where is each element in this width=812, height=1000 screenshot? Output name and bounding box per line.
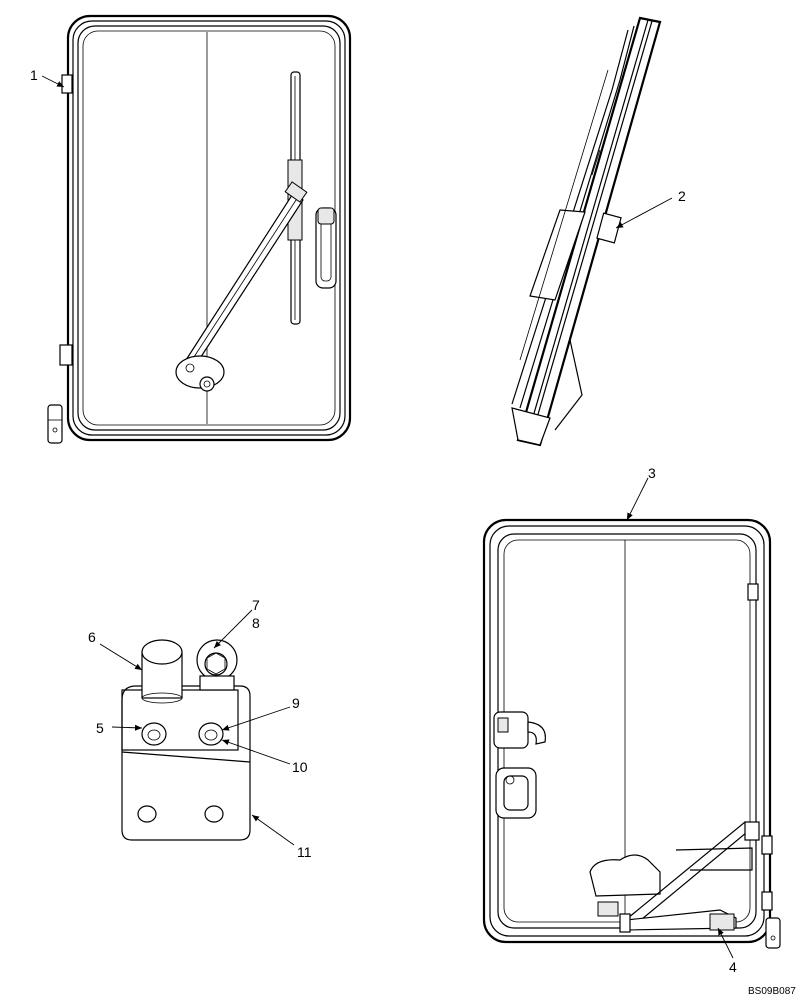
callout-10: 10	[292, 759, 308, 775]
door-side-view	[511, 16, 662, 447]
callout-7: 7	[252, 597, 260, 613]
callout-6: 6	[88, 629, 96, 645]
callout-5: 5	[96, 720, 104, 736]
callout-9: 9	[292, 695, 300, 711]
door-front-view	[47, 14, 352, 444]
mount-hole-left	[137, 805, 157, 823]
callout-4: 4	[729, 959, 737, 975]
hinge-upper	[61, 74, 73, 94]
rear-handle	[495, 767, 537, 819]
lock-bracket-detail	[121, 639, 251, 841]
hinge-lower	[59, 344, 73, 366]
stud-right	[198, 722, 224, 746]
rear-latch	[493, 711, 546, 749]
wiper-motor-mount	[175, 355, 225, 392]
door-handle	[315, 207, 337, 289]
callout-3: 3	[648, 465, 656, 481]
lock-nut	[196, 639, 238, 691]
leader-lines	[41, 75, 734, 959]
wiper-arm	[185, 181, 308, 367]
hinge-rear-upper	[747, 583, 759, 601]
callout-8: 8	[252, 615, 260, 631]
bottom-bracket	[619, 909, 737, 933]
wiper-motor-cover	[589, 854, 661, 917]
hinge-side	[596, 212, 622, 244]
latch-lower	[47, 404, 63, 444]
door-rear-view	[482, 518, 781, 949]
callout-2: 2	[678, 188, 686, 204]
lock-cylinder	[141, 639, 183, 704]
mount-hole-right	[204, 805, 224, 823]
stud-left	[141, 722, 167, 746]
drawing-code: BS09B087	[748, 986, 796, 997]
rear-latch-lower	[761, 835, 781, 949]
callout-1: 1	[30, 67, 38, 83]
callout-11: 11	[297, 844, 312, 860]
